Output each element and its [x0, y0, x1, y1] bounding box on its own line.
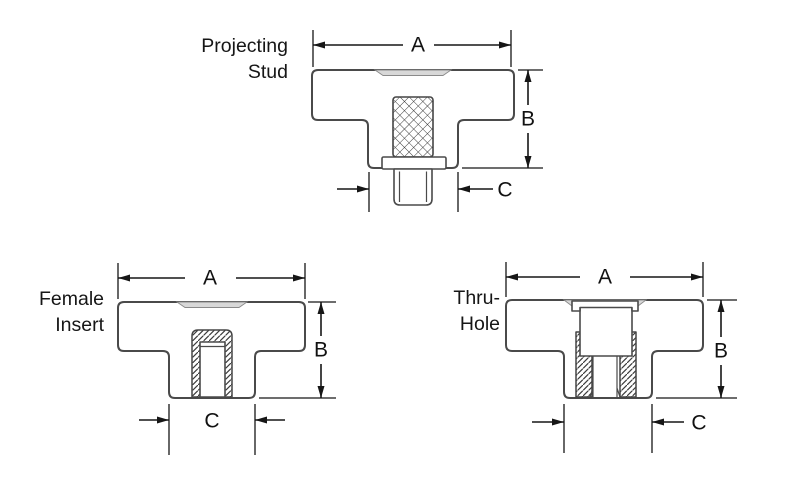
diagram-projecting-stud: Projecting Stud A B C	[201, 30, 543, 212]
dim-b-label: B	[714, 340, 728, 363]
variant-label-stud: Stud	[248, 61, 288, 83]
dim-b-label: B	[521, 108, 535, 131]
insert-bore	[199, 341, 226, 398]
top-recess	[175, 301, 249, 308]
thru-bore-lines	[589, 356, 621, 398]
variant-label-thru: Thru-	[453, 287, 500, 309]
variant-label-female: Female	[39, 288, 104, 310]
insert-sleeve	[579, 306, 633, 357]
dim-a-label: A	[411, 34, 425, 57]
dim-a-label: A	[203, 267, 217, 290]
threaded-stud	[393, 168, 433, 206]
variant-label-projecting: Projecting	[201, 35, 288, 57]
variant-label-hole: Hole	[460, 313, 500, 335]
knurled-hub	[392, 96, 434, 158]
dim-c-label: C	[497, 179, 512, 202]
top-recess	[373, 69, 453, 76]
dim-a-label: A	[598, 266, 612, 289]
insert-flange	[571, 300, 639, 312]
variant-label-insert: Insert	[55, 314, 104, 336]
dim-a-extension-lines	[312, 30, 512, 67]
washer-flange	[381, 156, 447, 170]
dim-c-label: C	[204, 410, 219, 433]
diagram-thru-hole: Thru- Hole A B C	[453, 262, 737, 453]
dim-c-extension-lines	[563, 404, 653, 453]
dim-c-label: C	[691, 412, 706, 435]
thread-lines	[398, 171, 428, 202]
diagram-female-insert: Female Insert A B C	[39, 263, 336, 455]
dim-c-extension-lines	[168, 404, 256, 455]
dim-b-label: B	[314, 339, 328, 362]
